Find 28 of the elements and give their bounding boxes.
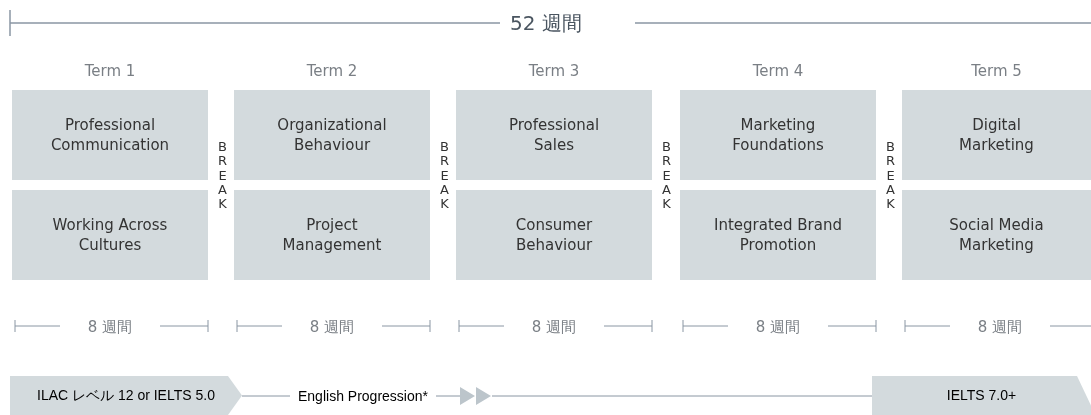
course-box: Consumer Behaviour xyxy=(456,190,652,280)
course-box: Working Across Cultures xyxy=(12,190,208,280)
duration-label: 8 週間 xyxy=(308,317,356,338)
course-box: Professional Sales xyxy=(456,90,652,180)
break-label: BREAK xyxy=(660,140,672,212)
course-box: Marketing Foundations xyxy=(680,90,876,180)
duration-label: 8 週間 xyxy=(530,317,578,338)
course-box: Professional Communication xyxy=(12,90,208,180)
course-box: Digital Marketing xyxy=(902,90,1091,180)
break-label: BREAK xyxy=(216,140,228,212)
duration-label: 8 週間 xyxy=(754,317,802,338)
course-box: Social Media Marketing xyxy=(902,190,1091,280)
term-heading: Term 3 xyxy=(527,61,581,82)
chevron-icon xyxy=(460,387,492,405)
course-box: Integrated Brand Promotion xyxy=(680,190,876,280)
term-heading: Term 4 xyxy=(751,61,805,82)
duration-label: 8 週間 xyxy=(976,317,1024,338)
break-label: BREAK xyxy=(438,140,450,212)
course-box: Project Management xyxy=(234,190,430,280)
level-box: IELTS 7.0+ xyxy=(872,376,1091,415)
course-box: Organizational Behaviour xyxy=(234,90,430,180)
term-heading: Term 2 xyxy=(305,61,359,82)
level-box: ILAC レベル 12 or IELTS 5.0 xyxy=(10,376,242,415)
break-label: BREAK xyxy=(884,140,896,212)
duration-label: 8 週間 xyxy=(86,317,134,338)
term-heading: Term 5 xyxy=(970,61,1023,82)
duration-label: 52 週間 xyxy=(510,10,582,37)
term-heading: Term 1 xyxy=(83,61,137,82)
